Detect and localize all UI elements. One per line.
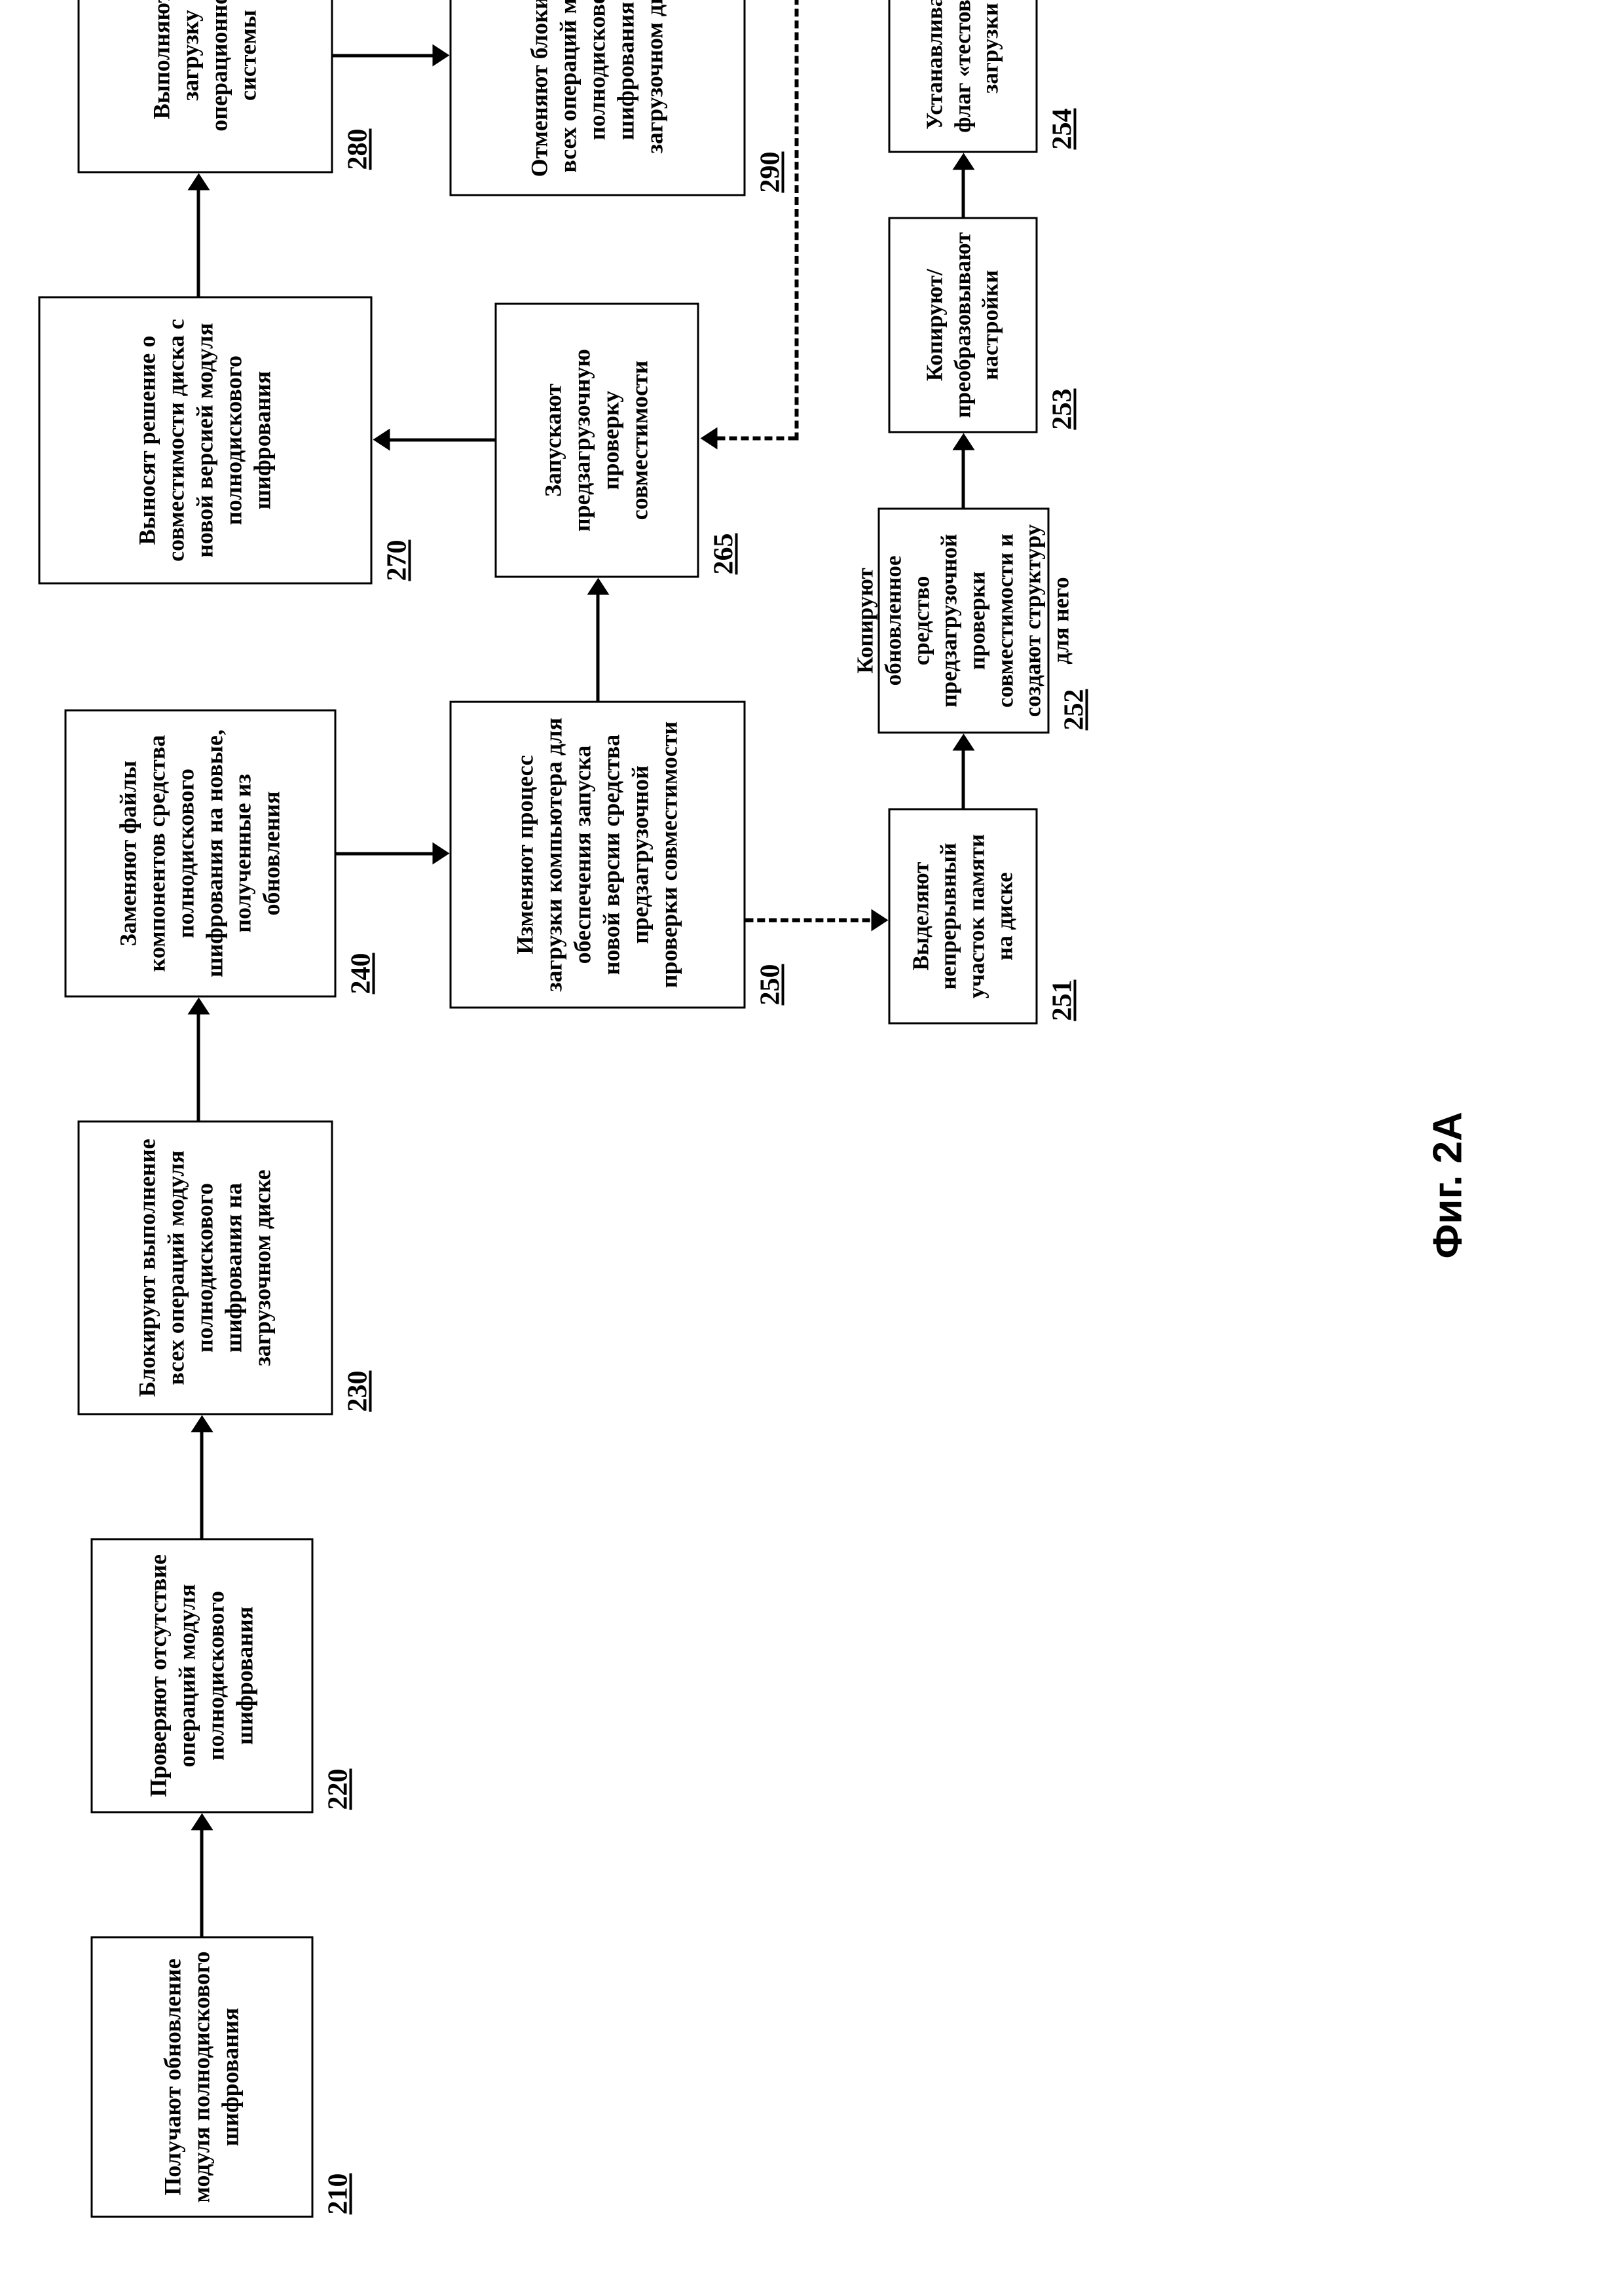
edge-256-265-dashed-run <box>794 0 798 440</box>
edge-251-252-line <box>961 750 965 808</box>
flow-node-290: Отменяют блокировку всех операций модуля… <box>449 0 745 196</box>
flow-node-250-text: Изменяют процесс загрузки компьютера для… <box>511 712 683 997</box>
flow-node-280: Выполняют загрузку операционной системы <box>77 0 333 173</box>
flow-node-251: Выделяют непрерывный участок памяти на д… <box>888 808 1037 1024</box>
edge-265-270-arrowhead <box>373 428 390 450</box>
edge-270-280-arrowhead <box>187 173 210 190</box>
flow-node-240-text: Заменяют файлы компонентов средства полн… <box>114 720 286 986</box>
edge-250-265-line <box>596 594 599 701</box>
edge-210-220-arrowhead <box>191 1813 213 1830</box>
flow-node-254-text: Устанавливают флаг «тестовой» загрузки <box>921 0 1005 141</box>
edge-220-230-arrowhead <box>191 1415 213 1432</box>
flow-node-250: Изменяют процесс загрузки компьютера для… <box>449 701 745 1008</box>
flow-node-270: Выносят решение о совместимости диска с … <box>38 296 372 584</box>
flow-node-265-text: Запускают предзагрузочную проверку совме… <box>539 314 654 566</box>
flow-node-240-ref: 240 <box>345 953 377 994</box>
flow-node-252-text: Копируют обновленное средство предзагруз… <box>851 519 1075 722</box>
edge-240-250-line <box>336 852 444 855</box>
flow-node-253-text: Копируют/преобразовывают настройки <box>921 228 1005 422</box>
flow-node-251-text: Выделяют непрерывный участок памяти на д… <box>907 819 1019 1013</box>
flow-node-265-ref: 265 <box>708 533 739 574</box>
edge-280-290-arrowhead <box>432 44 449 66</box>
edge-270-280-line <box>196 190 200 296</box>
edge-252-253-arrowhead <box>952 433 974 450</box>
flow-node-230-text: Блокируют выполнение всех операций модул… <box>133 1131 277 1404</box>
flow-node-253-ref: 253 <box>1046 388 1078 429</box>
edge-280-290-line <box>333 54 444 57</box>
flow-node-220: Проверяют отсутствие операций модуля пол… <box>90 1538 313 1813</box>
flow-node-254: Устанавливают флаг «тестовой» загрузки <box>888 0 1037 153</box>
flow-node-240: Заменяют файлы компонентов средства полн… <box>64 709 336 997</box>
flow-node-265: Запускают предзагрузочную проверку совме… <box>494 302 699 577</box>
flow-node-270-text: Выносят решение о совместимости диска с … <box>133 307 277 573</box>
flow-node-230: Блокируют выполнение всех операций модул… <box>77 1120 333 1415</box>
edge-250-265-arrowhead <box>587 577 609 594</box>
edge-251-252-arrowhead <box>952 733 974 750</box>
edge-230-240-line <box>196 1014 200 1120</box>
flow-node-250-ref: 250 <box>754 964 786 1005</box>
figure-caption: Фиг. 2А <box>1424 1112 1471 1258</box>
flow-node-210: Получают обновление модуля полнодисковог… <box>90 1936 313 2217</box>
flow-node-290-text: Отменяют блокировку всех операций модуля… <box>525 0 669 185</box>
edge-230-240-arrowhead <box>187 997 210 1014</box>
edge-250-251-arrowhead <box>871 909 888 931</box>
flow-node-280-ref: 280 <box>342 128 373 170</box>
edge-253-254-line <box>961 170 965 217</box>
edge-250-251-dashed-line <box>745 918 881 922</box>
edge-220-230-line <box>200 1432 203 1538</box>
flow-node-210-ref: 210 <box>322 2173 354 2214</box>
flow-node-253: Копируют/преобразовывают настройки <box>888 217 1037 433</box>
flow-node-252-ref: 252 <box>1058 689 1090 730</box>
edge-256-265-arrowhead <box>700 427 717 449</box>
flow-node-252: Копируют обновленное средство предзагруз… <box>877 507 1049 733</box>
flow-node-290-ref: 290 <box>754 151 786 192</box>
flow-node-210-text: Получают обновление модуля полнодисковог… <box>158 1947 245 2206</box>
flow-node-230-ref: 230 <box>342 1370 373 1412</box>
edge-240-250-arrowhead <box>432 842 449 864</box>
edge-210-220-line <box>200 1830 203 1936</box>
flow-node-220-text: Проверяют отсутствие операций модуля пол… <box>144 1549 259 1802</box>
flow-node-270-ref: 270 <box>381 539 413 581</box>
edge-265-270-line <box>390 438 494 441</box>
flow-node-280-text: Выполняют загрузку операционной системы <box>147 0 263 162</box>
flow-node-251-ref: 251 <box>1046 979 1078 1021</box>
edge-256-265-dashed-drop <box>717 436 796 440</box>
flow-node-220-ref: 220 <box>322 1768 354 1810</box>
edge-252-253-line <box>961 450 965 507</box>
edge-253-254-arrowhead <box>952 153 974 170</box>
flow-node-254-ref: 254 <box>1046 108 1078 149</box>
